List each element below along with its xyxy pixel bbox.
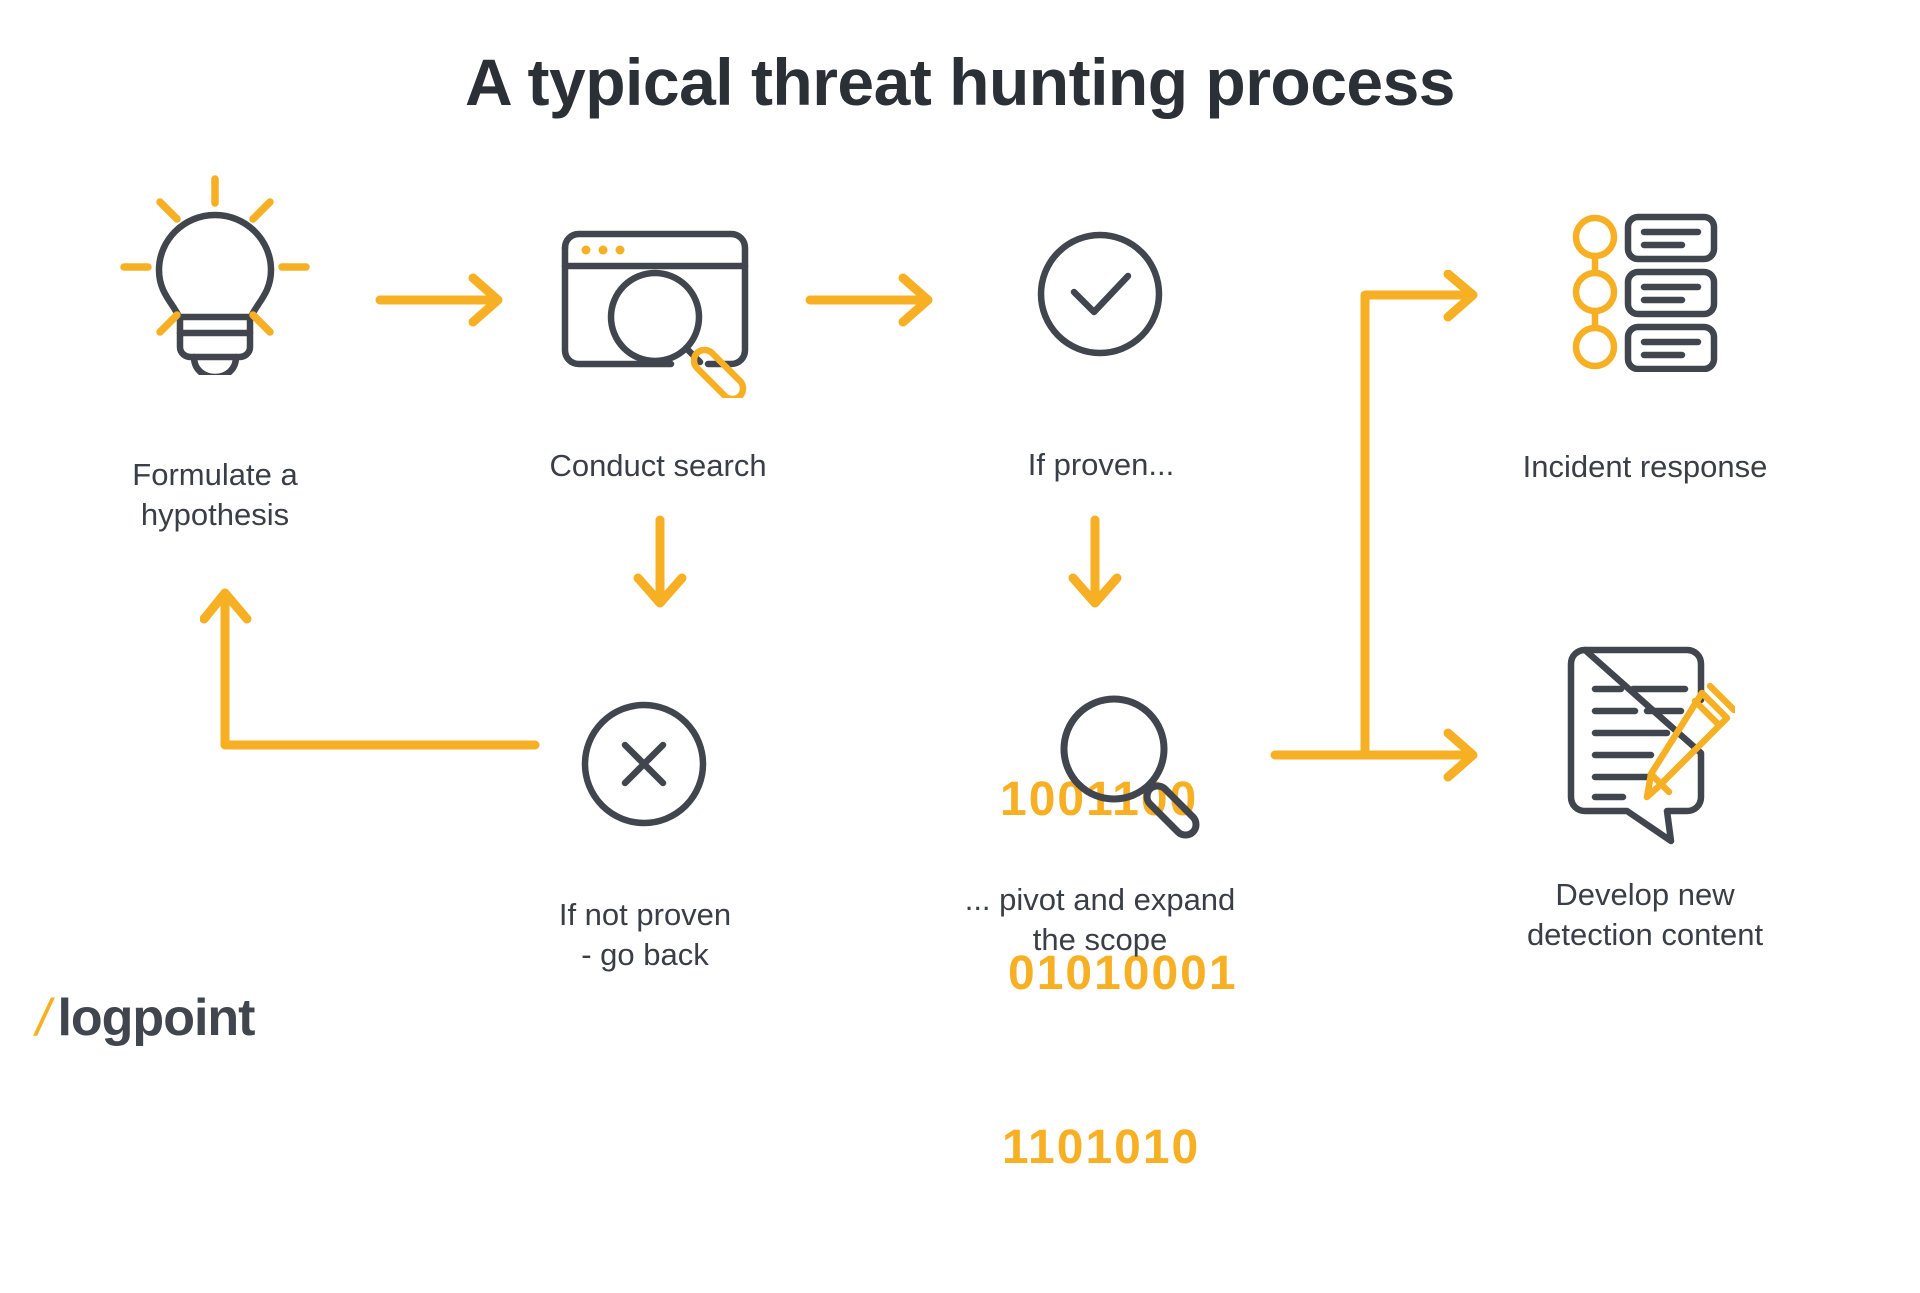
connector-hypothesis-to-search (375, 273, 503, 327)
lightbulb-icon (120, 175, 310, 381)
browser-search-icon (558, 228, 758, 403)
logpoint-logo: / logpoint (36, 988, 255, 1048)
node-label-incident-response: Incident response (1522, 449, 1768, 484)
connector-pivot-to-incident-response (1360, 270, 1478, 760)
incident-list-icon (1570, 212, 1720, 377)
node-label-formulate-hypothesis: Formulate a hypothesis (132, 457, 298, 532)
x-circle-icon (580, 700, 708, 833)
node-label-if-proven: If proven... (1027, 447, 1175, 482)
binary-row-2: 01010001 (1008, 947, 1238, 1000)
connector-search-to-not-proven (633, 515, 687, 608)
node-pivot-expand: 1001100 01010001 1101010 ... pivot and e… (965, 655, 1238, 1293)
node-label-pivot-expand: ... pivot and expand the scope (964, 882, 1236, 957)
node-label-conduct-search: Conduct search (549, 448, 767, 483)
node-label-if-not-proven: If not proven - go back (558, 897, 732, 972)
connector-search-to-proven (805, 273, 933, 327)
node-incident-response: Incident response (1523, 212, 1767, 484)
node-formulate-hypothesis: Formulate a hypothesis (120, 175, 310, 532)
connector-proven-to-pivot (1068, 515, 1122, 608)
node-conduct-search: Conduct search (549, 228, 767, 483)
node-if-not-proven: If not proven - go back (559, 700, 731, 972)
logo-wordmark: logpoint (57, 989, 255, 1047)
page-title: A typical threat hunting process (464, 45, 1456, 119)
check-circle-icon (1036, 230, 1164, 363)
node-develop-detection: Develop new detection content (1527, 645, 1763, 952)
connector-pivot-to-develop-detection (1270, 728, 1478, 782)
magnifier-icon (1060, 695, 1200, 839)
document-pencil-icon (1555, 645, 1738, 850)
connector-not-proven-to-hypothesis (200, 588, 540, 750)
logo-slash: / (36, 989, 50, 1047)
node-label-develop-detection: Develop new detection content (1526, 877, 1764, 952)
binary-row-3: 1101010 (1002, 1121, 1201, 1174)
node-if-proven: If proven... (1028, 230, 1174, 482)
